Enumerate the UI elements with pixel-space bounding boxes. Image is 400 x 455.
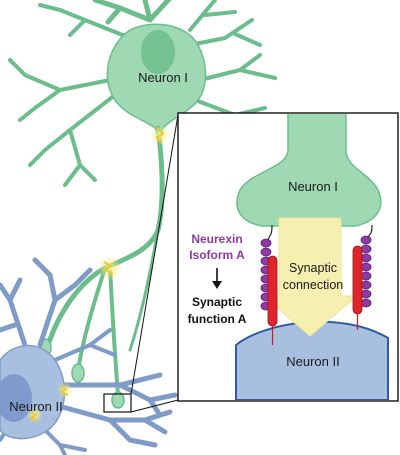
zoom-line-bottom — [130, 399, 179, 413]
synaptic-function-label-line1: Synaptic — [192, 295, 242, 309]
synapse-inset: Neuron I Neuron II Synaptic connection N… — [177, 112, 399, 402]
inset-neuron-2-label: Neuron II — [286, 354, 339, 369]
neuron-2-label: Neuron II — [9, 399, 62, 414]
zoom-region-box — [103, 393, 132, 413]
neurexin-label-line1: Neurexin — [191, 232, 242, 246]
receptor-right — [352, 245, 363, 330]
synaptic-function-label-line2: function A — [188, 312, 247, 326]
inset-neuron-1-label: Neuron I — [288, 179, 338, 194]
synaptic-connection-label-line1: Synaptic — [289, 261, 337, 275]
neuron-2-nucleus — [0, 374, 32, 422]
zoom-line-top — [130, 114, 179, 395]
neuron-1-nucleus — [141, 30, 175, 74]
neuron-1-label: Neuron I — [138, 70, 188, 85]
synaptic-connection-label-line2: connection — [283, 278, 344, 292]
down-arrow-icon — [212, 268, 222, 289]
neurexin-label-line2: Isoform A — [189, 248, 245, 262]
receptor-left — [267, 255, 278, 345]
signal-sparks — [27, 125, 170, 423]
neuron-1 — [8, 0, 277, 397]
